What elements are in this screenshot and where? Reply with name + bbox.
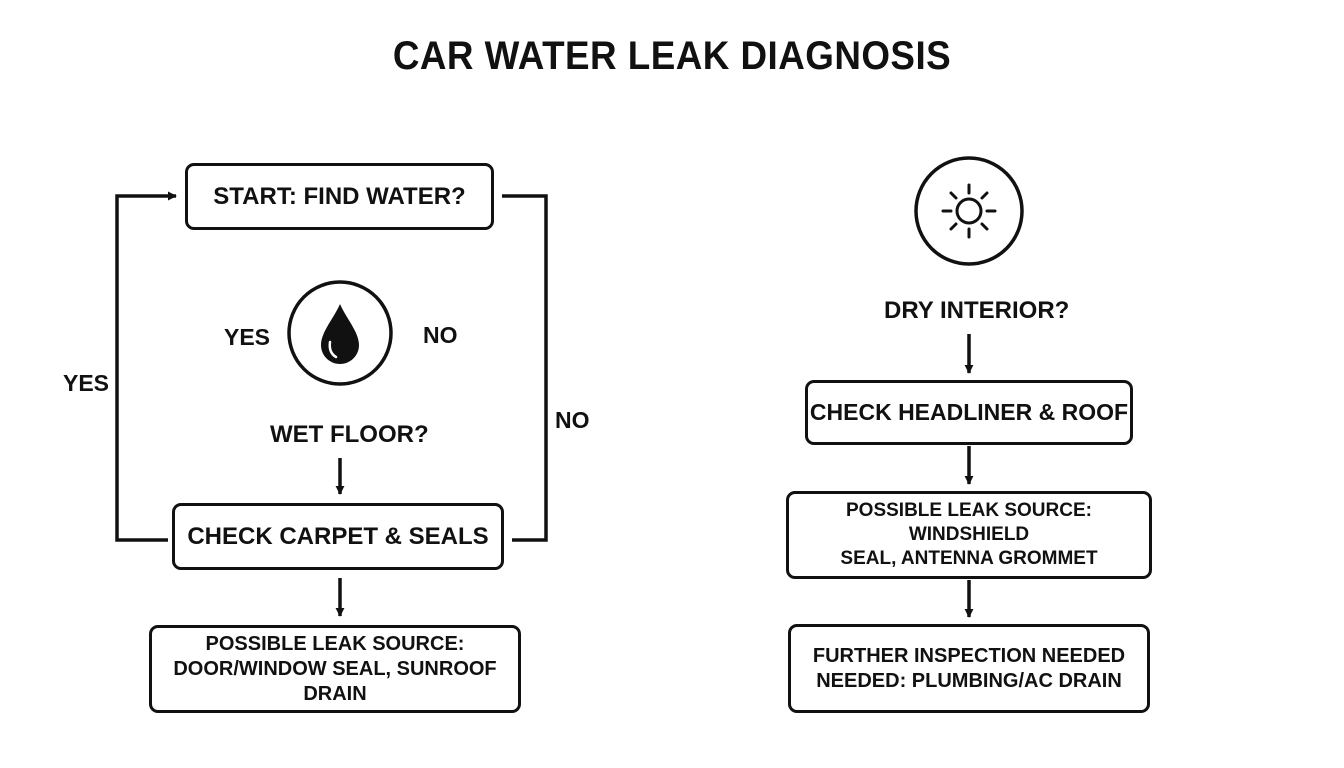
right-leak-source-box: POSSIBLE LEAK SOURCE: WINDSHIELD SEAL, A… (786, 491, 1152, 579)
further-inspection-line1: FURTHER INSPECTION NEEDED (812, 644, 1126, 667)
check-headliner-label: CHECK HEADLINER & ROOF (809, 399, 1129, 426)
check-headliner-box: CHECK HEADLINER & ROOF (805, 380, 1133, 445)
no-loop-line (502, 194, 548, 542)
no-label: NO (423, 322, 458, 348)
sun-icon (914, 156, 1024, 266)
wet-floor-question: WET FLOOR? (270, 421, 429, 448)
further-inspection-line2: NEEDED: PLUMBING/AC DRAIN (816, 669, 1122, 692)
loop-no-label: NO (555, 407, 590, 433)
check-carpet-box: CHECK CARPET & SEALS (172, 503, 504, 570)
dry-interior-question: DRY INTERIOR? (884, 297, 1070, 324)
right-leak-source-line1: POSSIBLE LEAK SOURCE: WINDSHIELD (846, 500, 1092, 546)
left-leak-source-line2: DOOR/WINDOW SEAL, SUNROOF DRAIN (173, 657, 497, 705)
loop-yes-label: YES (63, 370, 110, 396)
left-leak-source-box: POSSIBLE LEAK SOURCE: DOOR/WINDOW SEAL, … (149, 625, 521, 713)
yes-loop-line (115, 191, 177, 542)
right-leak-source-line2: SEAL, ANTENNA GROMMET (840, 547, 1098, 569)
further-inspection-box: FURTHER INSPECTION NEEDED NEEDED: PLUMBI… (788, 624, 1150, 713)
left-leak-source-line1: POSSIBLE LEAK SOURCE: (205, 632, 465, 655)
start-box-label: START: FIND WATER? (213, 182, 466, 210)
diagram-title: CAR WATER LEAK DIAGNOSIS (392, 34, 952, 78)
start-box: START: FIND WATER? (185, 163, 494, 230)
water-drop-icon (287, 280, 393, 386)
yes-label: YES (224, 324, 271, 350)
check-carpet-label: CHECK CARPET & SEALS (187, 522, 489, 550)
